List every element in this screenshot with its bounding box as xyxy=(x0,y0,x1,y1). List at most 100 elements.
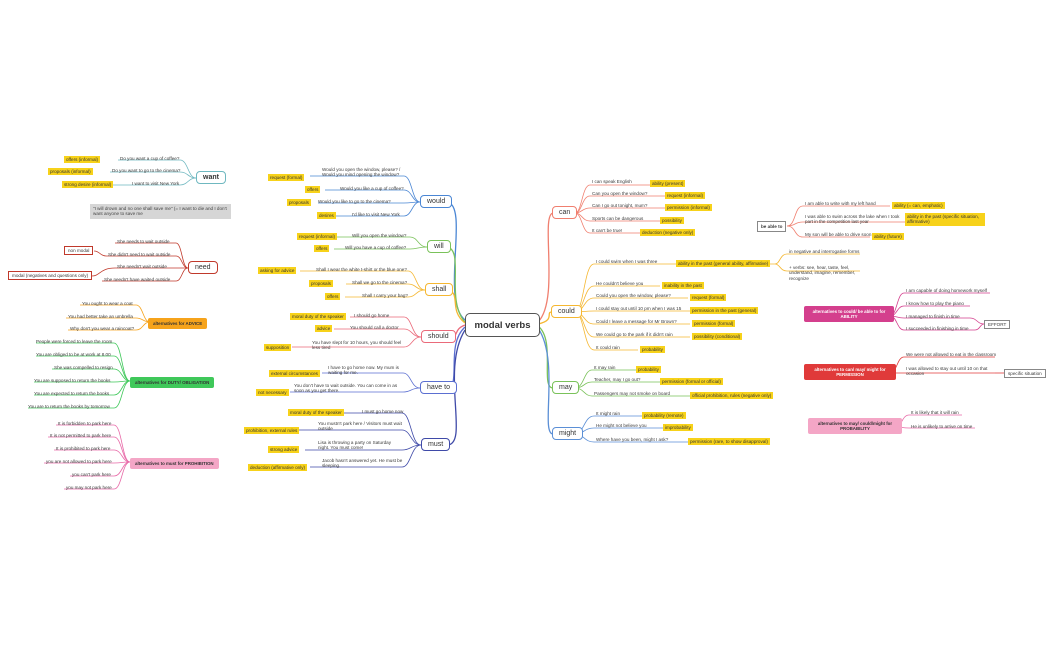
duty-alt-item: She was compelled to resign xyxy=(54,365,113,370)
central-topic[interactable]: modal verbs xyxy=(465,313,540,337)
branch-can[interactable]: can xyxy=(552,206,578,219)
would-tag: proposals xyxy=(287,199,311,207)
can-tag: ability (present) xyxy=(650,180,686,188)
can-tag: request (informal) xyxy=(665,192,705,200)
could-item: Could I leave a message for Mr Brown? xyxy=(596,319,677,324)
branch-will[interactable]: will xyxy=(427,240,451,253)
may-tag: permission (formal or official) xyxy=(660,378,723,386)
will-item: Will you have a cup of coffee? xyxy=(345,245,407,250)
prohibition-alt-item: you can't park here xyxy=(72,472,111,477)
may-item: It may rain xyxy=(594,365,616,370)
want-tag: strong desire (informal) xyxy=(62,181,114,189)
alternatives-ability-node[interactable]: alternatives to could/ be able to for AB… xyxy=(804,306,894,322)
may-tag: official prohibition, rules (negative on… xyxy=(690,392,774,400)
branch-must[interactable]: must xyxy=(421,438,451,451)
can-item: Can you open the window? xyxy=(592,191,648,196)
want-item: Do you want a cup of coffee? xyxy=(120,156,180,161)
can-item: It can't be true! xyxy=(592,228,623,233)
need-item: She didn't need to wait outside xyxy=(108,252,171,257)
may-item: Passengers may not smoke on board xyxy=(594,391,671,396)
might-tag: permission (rare, to show disapproval) xyxy=(688,438,770,446)
want-note: "I will drown and no one shall save me" … xyxy=(90,204,231,219)
effort-node[interactable]: EFFORT xyxy=(984,320,1011,330)
must-item: I must go home now xyxy=(362,409,404,414)
must-tag: strong advice xyxy=(268,446,300,454)
can-tag: possibility xyxy=(660,217,684,225)
duty-alt-item: You are to return the books by tomorrow xyxy=(28,404,110,409)
probability-alt-item: It is likely that it will rain xyxy=(911,410,959,415)
prohibition-alt-item: It is forbidden to park here xyxy=(58,421,112,426)
will-tag: request (informal) xyxy=(297,233,337,241)
shall-item: Shall we go to the cinema? xyxy=(352,280,408,285)
would-tag: offers xyxy=(305,186,321,194)
would-item: I'd like to visit New York xyxy=(352,212,400,217)
can-item: Sports can be dangerous xyxy=(592,216,644,221)
could-tag: probability xyxy=(640,346,665,354)
need-item: She needn't wait outside xyxy=(117,264,167,269)
could-tag: ability in the past (general ability, af… xyxy=(676,260,771,268)
ability-alt-item: I am capable of doing homework myself xyxy=(906,288,987,293)
might-tag: probability (remote) xyxy=(642,412,686,420)
must-tag: prohibition, external rules xyxy=(244,427,300,435)
must-tag: deduction (affirmative only) xyxy=(248,464,308,472)
should-item: You have slept for 10 hours, you should … xyxy=(312,340,402,351)
ability-alt-item: I know how to play the piano xyxy=(906,301,964,306)
advice-alt-item: You had better take an umbrella xyxy=(68,314,133,319)
duty-alt-item: People were forced to leave the room xyxy=(36,339,113,344)
can-tag: deduction (negative only) xyxy=(640,229,696,237)
specific-situation-node[interactable]: specific situation xyxy=(1004,369,1046,379)
may-item: Teacher, may I go out? xyxy=(594,377,641,382)
duty-alt-item: You are expected to return the books xyxy=(34,391,110,396)
need-item: She needn't have waited outside xyxy=(104,277,171,282)
shall-tag: proposals xyxy=(309,280,333,288)
could-note: + verbs: see, hear, taste, feel, underst… xyxy=(789,265,856,281)
might-item: He might not believe you xyxy=(596,423,647,428)
shall-tag: offers xyxy=(325,293,341,301)
must-item: Lisa is throwing a party on Saturday nig… xyxy=(318,440,392,451)
branch-shall[interactable]: shall xyxy=(425,283,454,296)
branch-might[interactable]: might xyxy=(552,427,584,440)
alternatives-probability-node[interactable]: alternatives to may/ could/might for PRO… xyxy=(808,418,902,434)
could-item: Could you open the window, please? xyxy=(596,293,671,298)
must-tag: moral duty of the speaker xyxy=(288,409,344,417)
alternatives-permission-node[interactable]: alternatives to can/ may/ might for PERM… xyxy=(804,364,896,380)
could-tag: permission (formal) xyxy=(692,320,736,328)
branch-may[interactable]: may xyxy=(552,381,580,394)
prohibition-alt-item: you are not allowed to park here xyxy=(46,459,112,464)
might-tag: improbability xyxy=(663,424,693,432)
shall-item: Shall I carry your bag? xyxy=(362,293,408,298)
could-item: I could stay out until 10 pm when I was … xyxy=(596,306,682,311)
may-tag: probability xyxy=(636,366,661,374)
branch-would[interactable]: would xyxy=(420,195,453,208)
want-item: Do you want to go to the cinema? xyxy=(112,168,181,173)
might-item: It might rain xyxy=(596,411,620,416)
should-item: You should call a doctor xyxy=(350,325,399,330)
branch-should[interactable]: should xyxy=(421,330,456,343)
want-tag: offers (informal) xyxy=(64,156,101,164)
could-item: We could go to the park if it didn't rai… xyxy=(596,332,673,337)
be-able-to-item: My son will be able to drive soon xyxy=(805,232,872,237)
could-tag: possibility (conditional) xyxy=(692,333,743,341)
prohibition-alt-item: It is not permitted to park here xyxy=(50,433,112,438)
be-able-to-tag: ability (= can, emphatic) xyxy=(892,202,945,210)
branch-need[interactable]: need xyxy=(188,261,218,274)
can-tag: permission (informal) xyxy=(665,204,712,212)
be-able-to-node[interactable]: be able to xyxy=(757,221,787,233)
branch-could[interactable]: could xyxy=(551,305,582,318)
alternatives-advice-node[interactable]: alternatives for ADVICE xyxy=(148,318,208,329)
duty-alt-item: You are obliged to be at work at 8.00 xyxy=(36,352,111,357)
modal-negatives-node[interactable]: modal (negatives and questions only) xyxy=(8,271,93,281)
probability-alt-item: He is unlikely to arrive on time xyxy=(911,424,973,429)
duty-alt-item: You are supposed to return the books xyxy=(34,378,111,383)
branch-want[interactable]: want xyxy=(196,171,226,184)
have-to-tag: not necessary xyxy=(256,389,289,397)
alternatives-duty-node[interactable]: alternatives for DUTY/ OBLIGATION xyxy=(130,377,215,388)
could-item: It could rain xyxy=(596,345,620,350)
will-item: Will you open the window? xyxy=(352,233,407,238)
branch-have-to[interactable]: have to xyxy=(420,381,457,394)
non-modal-node[interactable]: non modal xyxy=(64,246,94,256)
permission-alt-item: We were not allowed to eat in the classr… xyxy=(906,352,997,357)
would-tag: desires xyxy=(317,212,336,220)
could-item: I could swim when I was three xyxy=(596,259,658,264)
alternatives-prohibition-node[interactable]: alternatives to must for PROHIBITION xyxy=(130,458,219,469)
